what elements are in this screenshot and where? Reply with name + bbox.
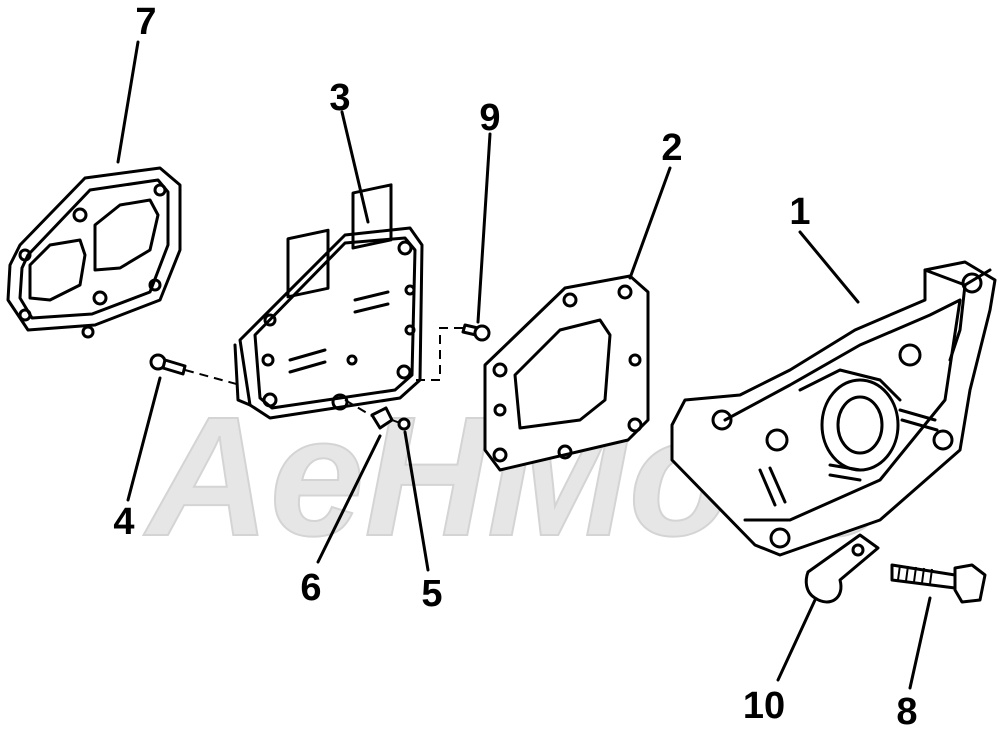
callout-4: 4 bbox=[113, 501, 135, 543]
part-6-bushing bbox=[370, 406, 394, 430]
leader-lines bbox=[116, 40, 932, 690]
callout-9: 9 bbox=[479, 97, 501, 139]
part-8-bolt bbox=[890, 563, 987, 604]
part-4-screw bbox=[149, 353, 187, 376]
callout-7: 7 bbox=[135, 1, 157, 43]
part-2-gasket bbox=[483, 274, 650, 472]
part-5-washer bbox=[397, 417, 411, 431]
callout-6: 6 bbox=[300, 567, 322, 609]
part-3-reed-plate bbox=[233, 183, 424, 420]
part-1-housing bbox=[670, 260, 997, 557]
part-9-screw bbox=[461, 323, 491, 342]
part-10-clamp bbox=[804, 533, 880, 604]
callout-5: 5 bbox=[421, 573, 443, 615]
callout-1: 1 bbox=[789, 191, 811, 233]
callout-3: 3 bbox=[329, 77, 351, 119]
assembly-line-9 bbox=[410, 327, 463, 381]
callout-2: 2 bbox=[661, 127, 683, 169]
callout-8: 8 bbox=[896, 691, 918, 733]
callout-10: 10 bbox=[742, 685, 786, 727]
assembly-line-6-5 bbox=[344, 399, 401, 424]
part-7-gasket bbox=[6, 166, 182, 339]
assembly-line-4 bbox=[184, 369, 241, 386]
